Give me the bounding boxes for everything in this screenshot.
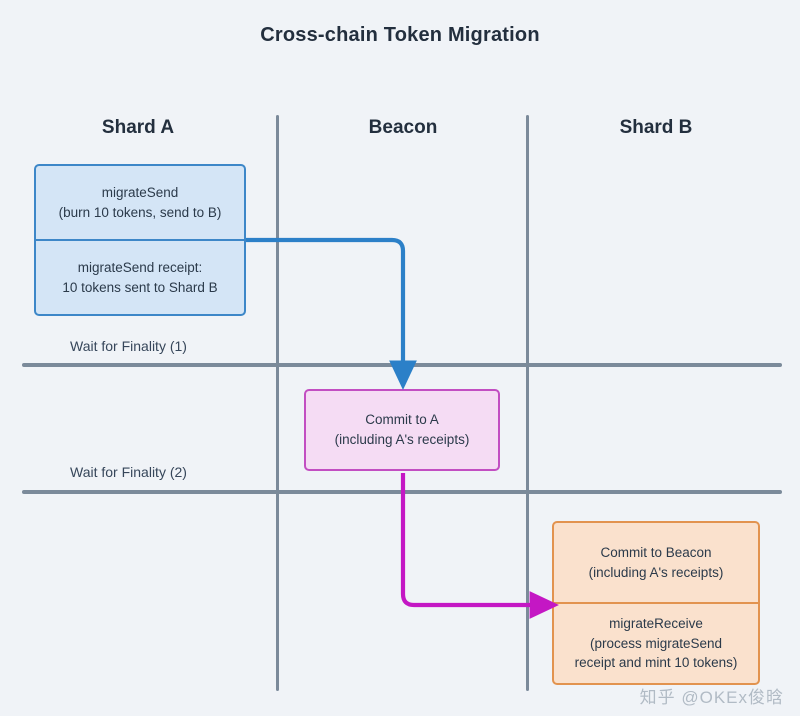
node-text-line: (burn 10 tokens, send to B) — [58, 204, 222, 220]
node-text-line: migrateSend receipt: — [77, 259, 203, 275]
node-commit-to-a-section-1: Commit to A (including A's receipts) — [306, 391, 498, 469]
phase-separator-2 — [22, 490, 782, 494]
node-shard-b-operations[interactable]: Commit to Beacon (including A's receipts… — [552, 521, 760, 685]
node-text-line: (process migrateSend — [589, 635, 723, 651]
node-text-line: (including A's receipts) — [334, 432, 470, 447]
column-header-shard-a: Shard A — [101, 117, 175, 138]
column-header-beacon: Beacon — [368, 117, 438, 138]
node-text-line: Commit to A — [365, 412, 439, 428]
phase-separator-1 — [22, 363, 782, 367]
node-text-line: migrateSend — [101, 184, 179, 200]
watermark: 知乎 @OKEx俊晗 — [639, 688, 784, 707]
node-migrate-send-section-1: migrateSend (burn 10 tokens, send to B) — [36, 166, 244, 239]
node-text-line: receipt and mint 10 tokens) — [574, 655, 738, 671]
finality-label-1: Wait for Finality (1) — [70, 338, 187, 354]
node-commit-to-a[interactable]: Commit to A (including A's receipts) — [304, 389, 500, 471]
node-text-line: (including A's receipts) — [588, 564, 724, 580]
arrow-shard-a-to-beacon — [246, 237, 417, 390]
column-header-shard-b: Shard B — [619, 117, 693, 138]
finality-label-2: Wait for Finality (2) — [70, 464, 187, 480]
node-text-line: Commit to Beacon — [600, 544, 712, 560]
page-title: Cross-chain Token Migration — [260, 24, 540, 46]
node-migrate-receive-section: migrateReceive (process migrateSend rece… — [554, 602, 758, 683]
node-migrate-send-section-2: migrateSend receipt: 10 tokens sent to S… — [36, 239, 244, 314]
node-commit-to-beacon-section: Commit to Beacon (including A's receipts… — [554, 523, 758, 602]
node-text-line: 10 tokens sent to Shard B — [62, 279, 218, 295]
node-text-line: migrateReceive — [609, 616, 703, 632]
lane-divider-a-beacon — [276, 115, 279, 691]
node-migrate-send[interactable]: migrateSend (burn 10 tokens, send to B) … — [34, 164, 246, 316]
lane-divider-beacon-b — [526, 115, 529, 691]
